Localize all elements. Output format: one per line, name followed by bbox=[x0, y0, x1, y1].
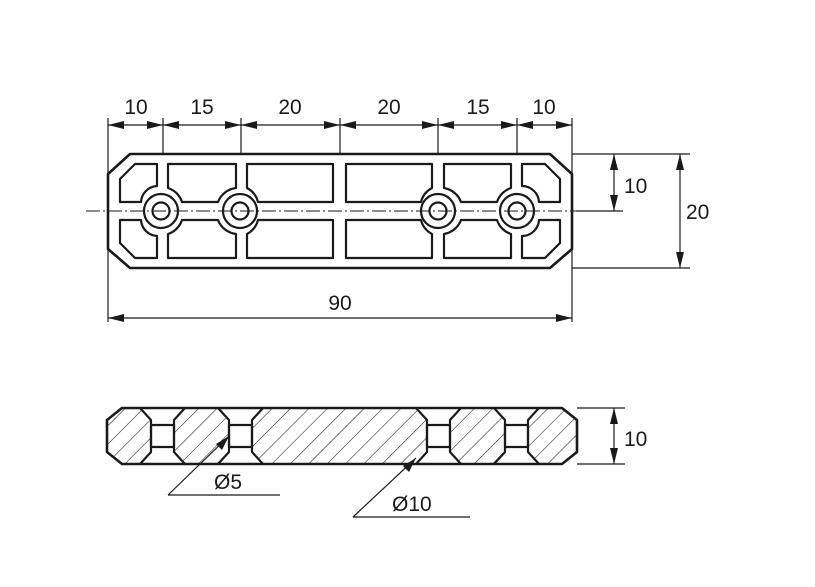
small-diameter-callout: Ø5 bbox=[167, 435, 280, 496]
top-view bbox=[86, 152, 612, 270]
pocket-top-2 bbox=[166, 162, 238, 204]
pocket-bottom-1 bbox=[118, 218, 159, 260]
pocket-top-1 bbox=[118, 162, 159, 204]
section-outline bbox=[105, 406, 579, 466]
pocket-top-3 bbox=[245, 162, 335, 204]
dim-top-2: 15 bbox=[190, 96, 213, 119]
dim-top-1: 10 bbox=[124, 96, 147, 119]
top-chain-dimensions: 10 15 20 20 15 10 bbox=[107, 96, 573, 322]
pocket-bottom-4 bbox=[344, 218, 434, 260]
pocket-bottom-5 bbox=[442, 218, 513, 260]
dim-overall-length: 90 bbox=[328, 292, 351, 315]
section-view bbox=[105, 406, 579, 466]
height-dimensions: 10 20 bbox=[572, 153, 709, 269]
dim-top-5: 15 bbox=[466, 96, 489, 119]
large-diameter-callout: Ø10 bbox=[352, 457, 470, 518]
dim-overall-height: 20 bbox=[686, 201, 709, 224]
dim-thickness: 10 bbox=[624, 428, 647, 451]
overall-length-dimension: 90 bbox=[108, 292, 572, 322]
pocket-top-4 bbox=[344, 162, 434, 204]
thickness-dimension: 10 bbox=[577, 407, 647, 465]
hole-3 bbox=[419, 192, 457, 230]
dim-small-diameter: Ø5 bbox=[214, 471, 242, 494]
pocket-bottom-3 bbox=[245, 218, 335, 260]
pocket-bottom-6 bbox=[520, 218, 562, 260]
dim-top-3: 20 bbox=[278, 96, 301, 119]
pocket-bottom-2 bbox=[166, 218, 238, 260]
hole-2 bbox=[221, 192, 259, 230]
dim-top-4: 20 bbox=[377, 96, 400, 119]
dim-top-6: 10 bbox=[532, 96, 555, 119]
dim-hole-offset: 10 bbox=[624, 175, 647, 198]
hole-1 bbox=[142, 192, 180, 230]
pocket-top-6 bbox=[520, 162, 562, 204]
pocket-top-5 bbox=[442, 162, 513, 204]
dim-large-diameter: Ø10 bbox=[392, 493, 432, 516]
hole-4 bbox=[498, 192, 536, 230]
